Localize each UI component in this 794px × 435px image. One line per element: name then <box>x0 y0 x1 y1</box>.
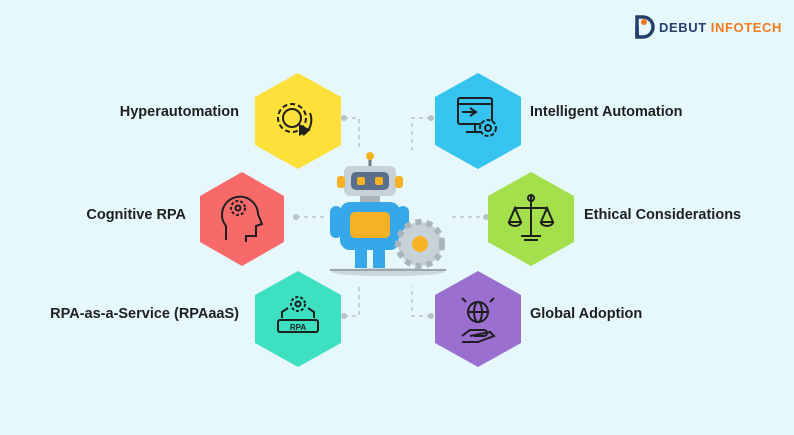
connector-global-adoption <box>411 286 431 317</box>
hand-globe-icon <box>461 297 496 343</box>
gear-play-icon <box>277 103 313 136</box>
scales-icon <box>507 194 555 241</box>
hex-rpa-as-a-service: RPA <box>255 271 341 367</box>
hex-hyperautomation <box>255 73 341 169</box>
hex-ethical-considerations <box>488 172 574 266</box>
brand-name-part1: DEBUT <box>659 19 707 35</box>
hex-global-adoption <box>435 271 521 367</box>
label-rpa-as-a-service: RPA-as-a-Service (RPAaaS) <box>50 306 239 322</box>
head-gear-icon <box>221 195 264 242</box>
label-global-adoption: Global Adoption <box>530 306 643 322</box>
hex-intelligent-automation <box>435 73 521 169</box>
label-ethical-considerations: Ethical Considerations <box>584 207 742 223</box>
label-hyperautomation: Hyperautomation <box>119 104 239 120</box>
hex-cognitive-rpa <box>200 172 284 266</box>
label-cognitive-rpa: Cognitive RPA <box>86 207 186 223</box>
brand-d-icon <box>635 15 655 39</box>
svg-text:RPA: RPA <box>290 323 307 332</box>
brand-name-part2: INFOTECH <box>710 19 783 35</box>
rpa-robot-arm-icon: RPA <box>277 296 319 333</box>
connector-intelligent-automation <box>411 117 431 150</box>
brand-logo: DEBUT INFOTECH <box>633 12 782 42</box>
computer-gear-icon <box>457 97 497 137</box>
label-intelligent-automation: Intelligent Automation <box>530 104 683 120</box>
connector-rpaaas <box>344 286 360 317</box>
